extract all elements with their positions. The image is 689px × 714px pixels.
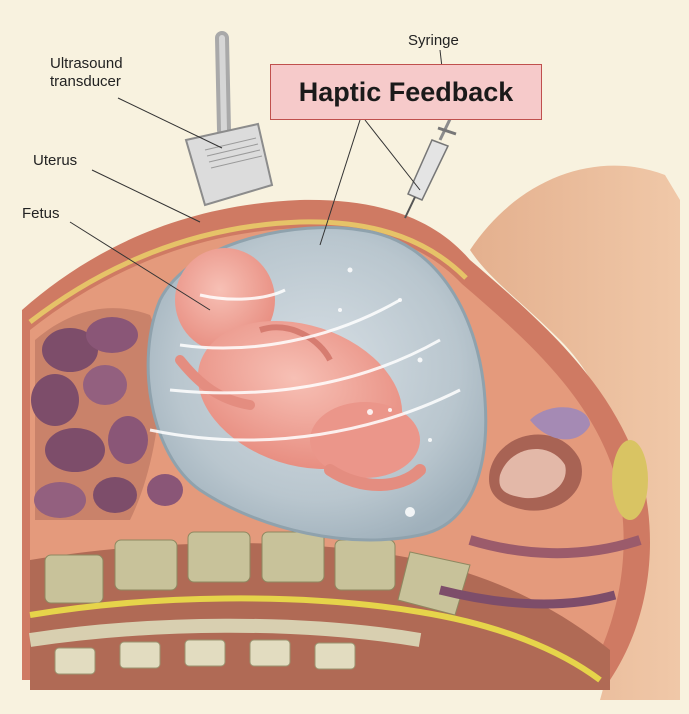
ultrasound-label-line2: transducer: [50, 73, 123, 91]
ultrasound-transducer-label: Ultrasound transducer: [50, 55, 123, 91]
fetus-label: Fetus: [22, 205, 60, 223]
syringe-label: Syringe: [408, 32, 459, 50]
haptic-feedback-title: Haptic Feedback: [299, 77, 514, 108]
ultrasound-label-line1: Ultrasound: [50, 55, 123, 73]
haptic-feedback-callout: Haptic Feedback: [270, 64, 542, 120]
uterus-label: Uterus: [33, 152, 77, 170]
